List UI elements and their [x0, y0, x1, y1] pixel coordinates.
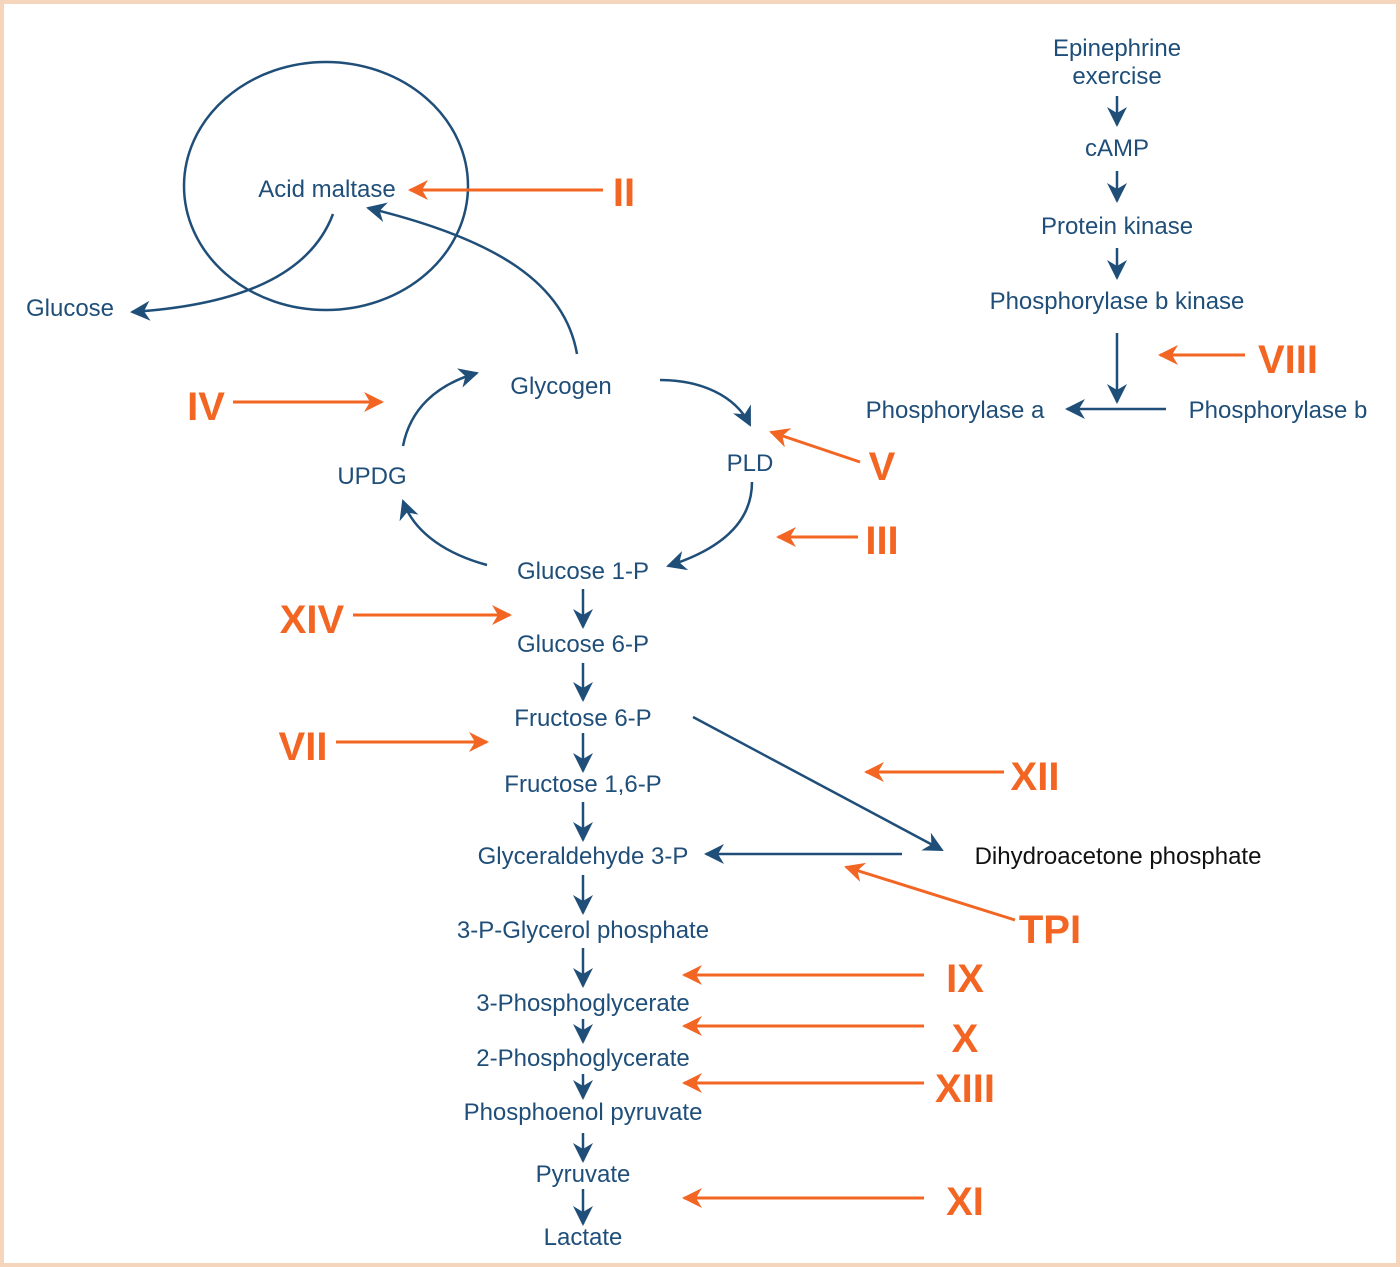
arrow-f6p-dhap: [692, 715, 944, 852]
node-phosphorylase-a: Phosphorylase a: [866, 397, 1045, 424]
arrow-acid-maltase-to-glucose: [130, 213, 335, 321]
arrow-enzyme-TPI: [844, 862, 1016, 922]
lysosome-circle: [182, 60, 470, 312]
enzyme-label-TPI: TPI: [1019, 908, 1081, 952]
node-pld: PLD: [727, 450, 774, 477]
arrow-glycogen-to-acid-maltase: [366, 202, 579, 355]
node-fructose-6p: Fructose 6-P: [514, 705, 651, 732]
node-phosphorylase-b-kinase: Phosphorylase b kinase: [990, 288, 1245, 315]
enzyme-label-IX: IX: [946, 957, 984, 1001]
pathway-arrows: [130, 96, 1166, 1226]
enzyme-label-XI: XI: [946, 1180, 984, 1224]
node-glucose-6p: Glucose 6-P: [517, 631, 649, 658]
arrow-enzyme-V: [769, 428, 861, 464]
enzyme-label-V: V: [869, 445, 896, 489]
node-glyceraldehyde-3p: Glyceraldehyde 3-P: [478, 843, 689, 870]
node-pyruvate: Pyruvate: [536, 1161, 631, 1188]
enzyme-label-III: III: [865, 519, 898, 563]
node-epinephrine: Epinephrine: [1053, 35, 1181, 62]
node-lactate: Lactate: [544, 1224, 623, 1251]
node-acid-maltase: Acid maltase: [258, 176, 395, 203]
node-updg: UPDG: [337, 463, 406, 490]
node-protein-kinase: Protein kinase: [1041, 213, 1193, 240]
enzyme-labels: II IV V III VIII XIV VII XII TPI IX X XI…: [187, 171, 1318, 1224]
node-phosphorylase-b: Phosphorylase b: [1189, 397, 1368, 424]
node-glucose-1p: Glucose 1-P: [517, 558, 649, 585]
enzyme-label-IV: IV: [187, 385, 225, 429]
arrow-glycogen-to-pld: [659, 378, 752, 427]
enzyme-label-VIII: VIII: [1258, 338, 1318, 382]
node-dhap: Dihydroacetone phosphate: [975, 843, 1262, 870]
node-phosphoenol-pyruvate: Phosphoenol pyruvate: [464, 1099, 703, 1126]
arrow-pld-to-glucose1p: [666, 481, 754, 571]
node-glycogen: Glycogen: [510, 373, 611, 400]
node-labels: Acid maltase Glucose Glycogen UPDG PLD G…: [26, 35, 1367, 1251]
enzyme-label-X: X: [952, 1017, 979, 1061]
enzyme-arrows: [233, 180, 1245, 1208]
node-exercise: exercise: [1072, 63, 1161, 90]
enzyme-label-II: II: [613, 171, 635, 215]
node-3-phosphoglycerate: 3-Phosphoglycerate: [476, 990, 689, 1017]
enzyme-label-XIV: XIV: [280, 598, 345, 642]
enzyme-label-XIII: XIII: [935, 1067, 995, 1111]
node-glycerol-phosphate: 3-P-Glycerol phosphate: [457, 917, 709, 944]
node-camp: cAMP: [1085, 135, 1149, 162]
node-2-phosphoglycerate: 2-Phosphoglycerate: [476, 1045, 689, 1072]
arrow-glucose1p-to-updg: [399, 499, 488, 567]
node-glucose: Glucose: [26, 295, 114, 322]
enzyme-label-VII: VII: [279, 725, 328, 769]
enzyme-label-XII: XII: [1011, 755, 1060, 799]
node-fructose-16p: Fructose 1,6-P: [504, 771, 661, 798]
arrow-updg-to-glycogen: [401, 368, 479, 447]
